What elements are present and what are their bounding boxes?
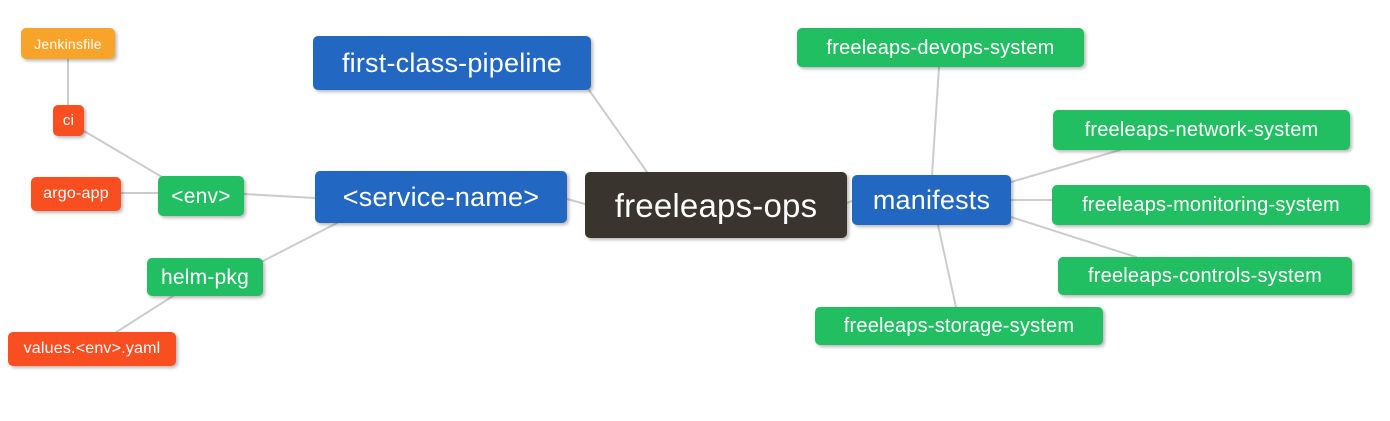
node-label: freeleaps-ops [614, 186, 818, 224]
node-manifests[interactable]: manifests [852, 175, 1011, 225]
node-freeleaps-controls-system[interactable]: freeleaps-controls-system [1058, 257, 1352, 295]
node-label: helm-pkg [161, 265, 249, 289]
node-label: values.<env>.yaml [23, 340, 161, 357]
node-freeleaps-monitoring-system[interactable]: freeleaps-monitoring-system [1052, 185, 1370, 225]
edge-service-name-to-freeleaps-ops [566, 198, 586, 205]
node-label: freeleaps-storage-system [843, 315, 1075, 337]
node-label: freeleaps-monitoring-system [1082, 194, 1340, 216]
node-label: Jenkinsfile [34, 35, 102, 52]
node-service-name[interactable]: <service-name> [315, 171, 567, 223]
node-label: manifests [872, 184, 991, 215]
node-label: <service-name> [342, 181, 540, 212]
edge-manifests-to-freeleaps-network-system [1010, 149, 1121, 183]
edge-first-class-pipeline-to-freeleaps-ops [588, 89, 648, 173]
edge-env-to-service-name [243, 193, 316, 199]
node-freeleaps-devops-system[interactable]: freeleaps-devops-system [797, 28, 1084, 67]
edge-ci-to-env [83, 130, 163, 178]
node-jenkinsfile[interactable]: Jenkinsfile [21, 28, 115, 59]
edge-manifests-to-freeleaps-controls-system [1010, 216, 1137, 258]
node-label: ci [62, 112, 75, 129]
node-freeleaps-ops[interactable]: freeleaps-ops [585, 172, 847, 238]
node-label: <env> [171, 184, 231, 208]
node-argo-app[interactable]: argo-app [31, 177, 121, 211]
edge-manifests-to-freeleaps-devops-system [931, 66, 940, 176]
edge-helm-pkg-to-service-name [262, 222, 338, 262]
node-label: first-class-pipeline [341, 47, 563, 78]
node-ci[interactable]: ci [53, 105, 84, 136]
node-label: freeleaps-devops-system [826, 36, 1055, 59]
node-label: freeleaps-controls-system [1088, 265, 1322, 287]
node-label: freeleaps-network-system [1084, 119, 1319, 141]
node-env[interactable]: <env> [158, 176, 244, 216]
node-values-env-yaml[interactable]: values.<env>.yaml [8, 332, 176, 366]
node-freeleaps-storage-system[interactable]: freeleaps-storage-system [815, 307, 1103, 345]
node-label: argo-app [43, 185, 109, 202]
node-freeleaps-network-system[interactable]: freeleaps-network-system [1053, 110, 1350, 150]
edge-values-env-yaml-to-helm-pkg [114, 295, 174, 334]
edge-freeleaps-ops-to-manifests [846, 200, 853, 204]
node-first-class-pipeline[interactable]: first-class-pipeline [313, 36, 591, 90]
edge-manifests-to-freeleaps-storage-system [937, 224, 957, 308]
node-helm-pkg[interactable]: helm-pkg [147, 258, 263, 296]
